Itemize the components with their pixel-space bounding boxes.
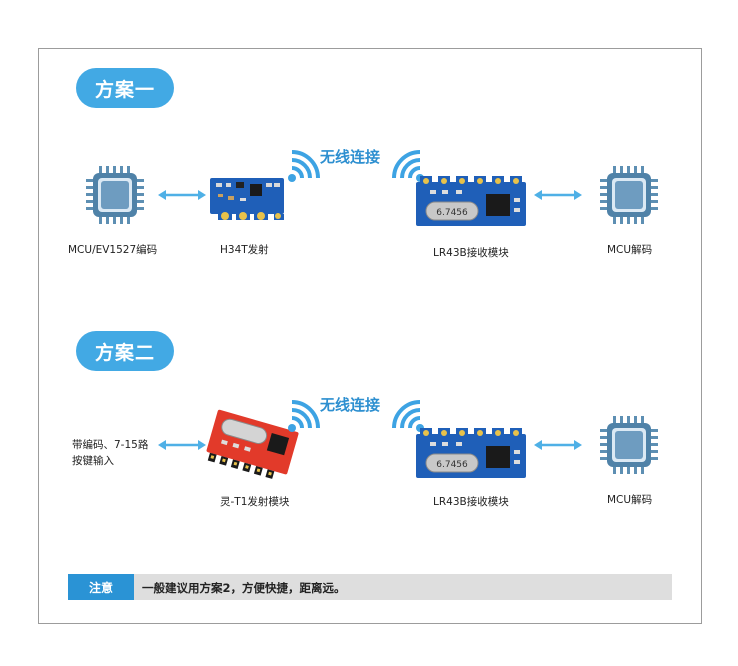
input-label-line2: 按键输入 [72, 455, 114, 467]
wireless-label-2: 无线连接 [320, 396, 381, 414]
chip-icon [600, 166, 658, 224]
chip-icon [600, 416, 658, 474]
scheme1-title: 方案一 [76, 68, 174, 108]
crystal-text-1: 6.7456 [436, 208, 468, 218]
double-arrow-icon [534, 190, 582, 200]
rx-label-2: LR43B接收模块 [433, 496, 509, 508]
input-label-line1: 带编码、7-15路 [72, 439, 149, 451]
note-text: 一般建议用方案2，方便快捷，距离远。 [142, 581, 346, 595]
transmitter-module-icon [206, 409, 299, 479]
wifi-signal-icon [288, 400, 320, 432]
tx-label-2: 灵-T1发射模块 [220, 496, 290, 508]
wifi-signal-icon [392, 150, 424, 182]
mcu-right-label-2: MCU解码 [607, 494, 653, 506]
chip-icon [86, 166, 144, 224]
transmitter-module-icon [210, 178, 284, 220]
double-arrow-icon [534, 440, 582, 450]
double-arrow-icon [158, 190, 206, 200]
scheme2-title: 方案二 [76, 331, 174, 371]
mcu-right-label-1: MCU解码 [607, 244, 653, 256]
crystal-text-2: 6.7456 [436, 460, 468, 470]
rx-label-1: LR43B接收模块 [433, 247, 509, 259]
note-bar [68, 574, 672, 600]
receiver-module-icon: 6.7456 [416, 428, 526, 478]
diagram-frame [38, 48, 702, 624]
wireless-label-1: 无线连接 [320, 148, 381, 166]
receiver-module-icon: 6.7456 [416, 176, 526, 226]
note-tag: 注意 [68, 574, 134, 600]
wifi-signal-icon [288, 150, 320, 182]
double-arrow-icon [158, 440, 206, 450]
tx-label-1: H34T发射 [220, 244, 269, 256]
mcu-left-label: MCU/EV1527编码 [68, 244, 158, 256]
